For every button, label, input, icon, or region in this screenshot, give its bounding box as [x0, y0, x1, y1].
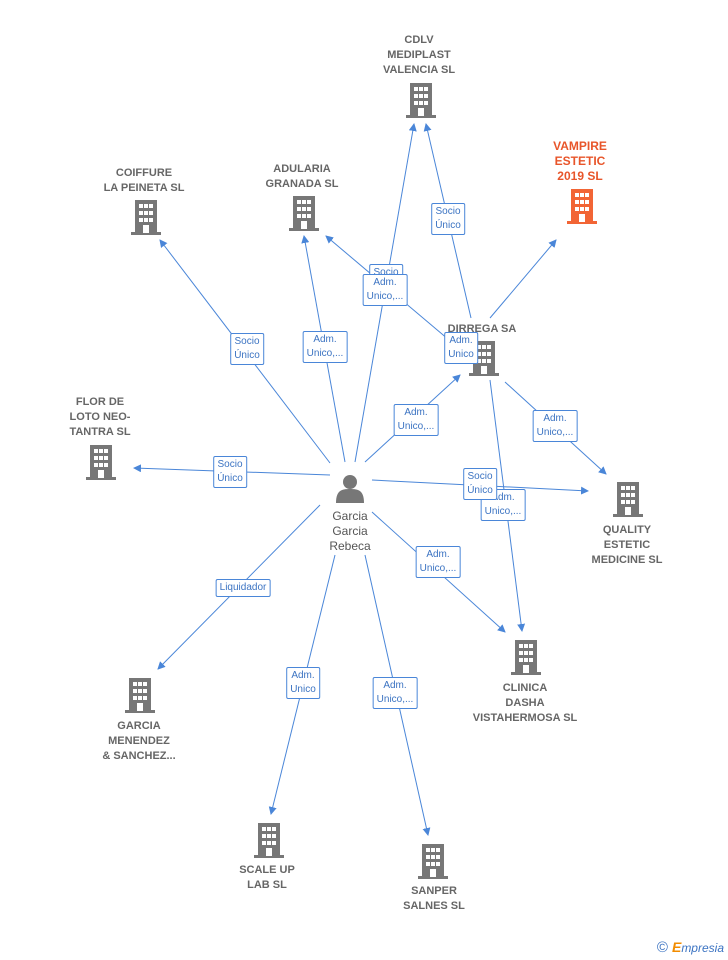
- brand-name: mpresia: [681, 941, 724, 955]
- edge-line: [489, 239, 557, 319]
- building-icon[interactable]: [567, 189, 597, 224]
- relation-label[interactable]: Adm. Unico,...: [372, 677, 418, 709]
- company-label-sanper[interactable]: SANPER SALNES SL: [403, 885, 465, 912]
- company-label-flor[interactable]: FLOR DE LOTO NEO- TANTRA SL: [69, 396, 131, 438]
- company-label-coiffure[interactable]: COIFFURE LA PEINETA SL: [103, 167, 185, 194]
- building-icon[interactable]: [613, 482, 643, 517]
- edges: [133, 123, 607, 836]
- icons: [86, 83, 643, 879]
- relation-label[interactable]: Socio Único: [213, 456, 247, 488]
- relation-label[interactable]: Adm. Unico,...: [302, 331, 348, 363]
- relation-label[interactable]: Socio Único: [431, 203, 465, 235]
- person-name[interactable]: Garcia Garcia Rebeca: [329, 509, 371, 553]
- company-label-clinica[interactable]: CLINICA DASHA VISTAHERMOSA SL: [472, 682, 578, 724]
- company-label-adularia[interactable]: ADULARIA GRANADA SL: [265, 163, 339, 190]
- company-label-cdlv[interactable]: CDLV MEDIPLAST VALENCIA SL: [382, 34, 456, 76]
- company-label-scale[interactable]: SCALE UP LAB SL: [239, 864, 295, 891]
- building-icon[interactable]: [406, 83, 436, 118]
- relation-label[interactable]: Liquidador: [215, 579, 271, 597]
- relation-label[interactable]: Adm. Unico: [286, 667, 320, 699]
- footer-brand: ©Empresia: [657, 939, 724, 956]
- building-icon[interactable]: [131, 200, 161, 235]
- company-label-garcia[interactable]: GARCIA MENENDEZ & SANCHEZ...: [102, 720, 176, 762]
- relation-label[interactable]: Adm. Unico,...: [362, 274, 408, 306]
- relation-label[interactable]: Adm. Unico,...: [532, 410, 578, 442]
- relation-label[interactable]: Adm. Unico,...: [393, 404, 439, 436]
- relation-label[interactable]: Adm. Unico,...: [480, 489, 526, 521]
- relation-label[interactable]: Adm. Unico: [444, 332, 478, 364]
- company-label-quality[interactable]: QUALITY ESTETIC MEDICINE SL: [591, 524, 663, 566]
- building-icon[interactable]: [511, 640, 541, 675]
- building-icon[interactable]: [254, 823, 284, 858]
- building-icon[interactable]: [125, 678, 155, 713]
- relation-label[interactable]: Socio Único: [230, 333, 264, 365]
- person-icon[interactable]: [336, 475, 364, 503]
- relation-label[interactable]: Adm. Unico,...: [415, 546, 461, 578]
- building-icon[interactable]: [289, 196, 319, 231]
- company-label-vampire[interactable]: VAMPIRE ESTETIC 2019 SL: [553, 139, 607, 183]
- relation-label[interactable]: Socio Único: [463, 468, 497, 500]
- brand-mark: E: [671, 939, 682, 955]
- building-icon[interactable]: [86, 445, 116, 480]
- copyright-icon: ©: [656, 939, 668, 956]
- building-icon[interactable]: [418, 844, 448, 879]
